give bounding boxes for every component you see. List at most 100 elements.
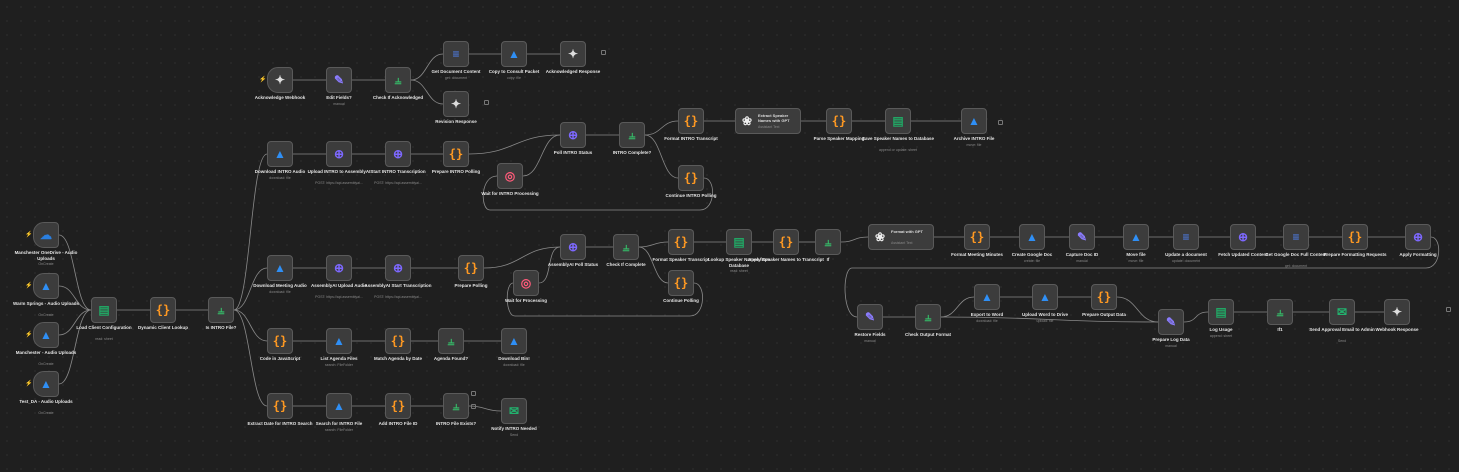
node-restore[interactable]: ✎ bbox=[857, 304, 883, 330]
add-node-handle[interactable] bbox=[471, 404, 476, 409]
node-savesp[interactable]: ▤ bbox=[885, 108, 911, 134]
node-upmeet[interactable]: ⊕ bbox=[326, 255, 352, 281]
node-title: Format INTRO Transcript bbox=[664, 136, 718, 141]
node-startintro[interactable]: ⊕ bbox=[385, 141, 411, 167]
node-preplog[interactable]: ✎ bbox=[1158, 309, 1184, 335]
node-dlintro[interactable]: ▲ bbox=[267, 141, 293, 167]
node-fmtintro[interactable]: {} bbox=[678, 108, 704, 134]
node-load[interactable]: ▤ bbox=[91, 297, 117, 323]
node-warm[interactable]: ▲ bbox=[33, 273, 59, 299]
node-logusage[interactable]: ▤ bbox=[1208, 299, 1234, 325]
add-node-handle[interactable] bbox=[484, 100, 489, 105]
add-node-handle[interactable] bbox=[601, 50, 606, 55]
node-pollstatus[interactable]: ⊕ bbox=[560, 234, 586, 260]
node-revresp[interactable]: ✦ bbox=[443, 91, 469, 117]
node-archive[interactable]: ▲ bbox=[961, 108, 987, 134]
node-copy[interactable]: ▲ bbox=[501, 41, 527, 67]
node-contintro[interactable]: {} bbox=[678, 165, 704, 191]
node-upword[interactable]: ▲ bbox=[1032, 284, 1058, 310]
node-if1[interactable]: ⫨ bbox=[815, 229, 841, 255]
node-creategd[interactable]: ▲ bbox=[1019, 224, 1045, 250]
node-subtitle: search: FileFolder bbox=[324, 362, 353, 367]
node-upintro[interactable]: ⊕ bbox=[326, 141, 352, 167]
node-updoc[interactable]: ≡ bbox=[1173, 224, 1199, 250]
node-matchag[interactable]: {} bbox=[385, 328, 411, 354]
node-title: Is INTRO File? bbox=[205, 325, 237, 330]
node-subtitle: download: file bbox=[269, 289, 291, 294]
node-listag[interactable]: ▲ bbox=[326, 328, 352, 354]
node-test[interactable]: ▲ bbox=[33, 371, 59, 397]
node-capdoc[interactable]: ✎ bbox=[1069, 224, 1095, 250]
node-addintro[interactable]: {} bbox=[385, 393, 411, 419]
node-checkcomp[interactable]: ⫨ bbox=[613, 234, 639, 260]
node-notify[interactable]: ✉ bbox=[501, 398, 527, 424]
node-webresp[interactable]: ✦ bbox=[1384, 299, 1410, 325]
node-isintro[interactable]: ⫨ bbox=[208, 297, 234, 323]
add-node-handle[interactable] bbox=[1446, 307, 1451, 312]
node-title: Wait for INTRO Processing bbox=[481, 191, 539, 196]
node-getfull[interactable]: ≡ bbox=[1283, 224, 1309, 250]
node-title: Check If Complete bbox=[606, 262, 646, 267]
node-title: Search for INTRO File bbox=[315, 421, 363, 426]
node-man[interactable]: ▲ bbox=[33, 322, 59, 348]
node-extractdate[interactable]: {} bbox=[267, 393, 293, 419]
node-export[interactable]: ▲ bbox=[974, 284, 1000, 310]
node-waitproc[interactable]: ◎ bbox=[513, 270, 539, 296]
node-dyn[interactable]: {} bbox=[150, 297, 176, 323]
node-fetch[interactable]: ⊕ bbox=[1230, 224, 1256, 250]
node-codejs[interactable]: {} bbox=[267, 328, 293, 354]
node-checkout[interactable]: ⫨ bbox=[915, 304, 941, 330]
node-startmeet[interactable]: ⊕ bbox=[385, 255, 411, 281]
node-preppoll[interactable]: {} bbox=[458, 255, 484, 281]
code-icon: {} bbox=[831, 114, 847, 128]
connection-checkcomp-contpoll bbox=[638, 246, 669, 284]
node-contpoll[interactable]: {} bbox=[668, 270, 694, 296]
node-title: Apply Formatting bbox=[1399, 252, 1437, 257]
connection-prepintro-pollintro bbox=[468, 134, 561, 155]
node-prepfmt[interactable]: {} bbox=[1342, 224, 1368, 250]
node-movefile[interactable]: ▲ bbox=[1123, 224, 1149, 250]
node-title: Archive INTRO File bbox=[953, 136, 995, 141]
node-pollintro[interactable]: ⊕ bbox=[560, 122, 586, 148]
node-mod[interactable]: ☁ bbox=[33, 222, 59, 248]
node-introexists[interactable]: ⫨ bbox=[443, 393, 469, 419]
google-drive-icon: ▲ bbox=[40, 377, 52, 391]
node-introcomp[interactable]: ⫨ bbox=[619, 122, 645, 148]
node-lookupsp[interactable]: ▤ bbox=[726, 229, 752, 255]
google-sheets-icon: ▤ bbox=[98, 303, 110, 317]
http-icon: ⊕ bbox=[567, 128, 579, 142]
http-icon: ⊕ bbox=[1412, 230, 1424, 244]
node-dlbin[interactable]: ▲ bbox=[501, 328, 527, 354]
node-title: Upload Word to Drive bbox=[1022, 312, 1068, 317]
node-fmtspk[interactable]: {} bbox=[668, 229, 694, 255]
node-fmtmin[interactable]: {} bbox=[964, 224, 990, 250]
http-icon: ⊕ bbox=[333, 147, 345, 161]
node-subtitle: download: file bbox=[503, 362, 525, 367]
node-ackresp[interactable]: ✦ bbox=[560, 41, 586, 67]
add-node-handle[interactable] bbox=[998, 120, 1003, 125]
node-agfound[interactable]: ⫨ bbox=[438, 328, 464, 354]
node-title: Manchester OneDrive - Audio Uploads bbox=[14, 250, 78, 261]
node-searchintro[interactable]: ▲ bbox=[326, 393, 352, 419]
http-icon: ⊕ bbox=[333, 261, 345, 275]
node-applysp[interactable]: {} bbox=[773, 229, 799, 255]
node-checkack[interactable]: ⫨ bbox=[385, 67, 411, 93]
add-node-handle[interactable] bbox=[471, 391, 476, 396]
node-ackhook[interactable]: ✦ bbox=[267, 67, 293, 93]
code-icon: {} bbox=[683, 171, 699, 185]
node-dlmeet[interactable]: ▲ bbox=[267, 255, 293, 281]
node-parse[interactable]: {} bbox=[826, 108, 852, 134]
if-icon: ⫨ bbox=[452, 399, 460, 413]
node-prepintro[interactable]: {} bbox=[443, 141, 469, 167]
node-waitintro[interactable]: ◎ bbox=[497, 163, 523, 189]
node-getdoc[interactable]: ≡ bbox=[443, 41, 469, 67]
node-subtitle: move: file bbox=[1128, 258, 1144, 263]
node-edit[interactable]: ✎ bbox=[326, 67, 352, 93]
node-if2[interactable]: ⫨ bbox=[1267, 299, 1293, 325]
node-sendmail[interactable]: ✉ bbox=[1329, 299, 1355, 325]
node-applyfmt[interactable]: ⊕ bbox=[1405, 224, 1431, 250]
node-prepout[interactable]: {} bbox=[1091, 284, 1117, 310]
